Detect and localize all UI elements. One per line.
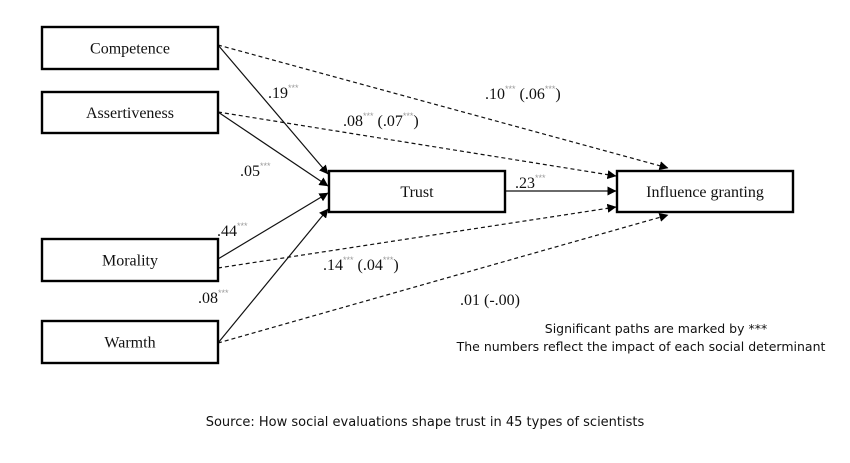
node-box-trust <box>327 169 507 214</box>
node-assertiveness: Assertiveness <box>40 90 220 135</box>
edge-competence-influence <box>217 44 669 171</box>
node-box-influence <box>615 169 795 214</box>
coefficient-label-competence-influence: .10*** (.06***) <box>485 84 561 103</box>
coefficient-label-morality-influence: .14*** (.04***) <box>323 255 399 274</box>
coefficient-label-trust-influence: .23*** <box>515 173 546 192</box>
edges-layer <box>217 44 669 344</box>
edge-warmth-trust <box>217 208 329 344</box>
node-box-warmth <box>40 319 220 365</box>
node-label-competence: Competence <box>90 41 170 58</box>
edge-morality-influence <box>217 203 617 269</box>
node-box-assertiveness <box>40 90 220 135</box>
node-morality: Morality <box>40 237 220 283</box>
edge-competence-trust <box>217 44 329 175</box>
coefficient-label-warmth-trust: .08*** <box>198 288 229 307</box>
node-trust: Trust <box>327 169 507 214</box>
coefficient-label-morality-trust: .44*** <box>217 221 248 240</box>
node-label-warmth: Warmth <box>104 335 155 352</box>
source-caption: Source: How social evaluations shape tru… <box>205 415 645 430</box>
node-label-trust: Trust <box>400 184 434 201</box>
node-box-morality <box>40 237 220 283</box>
impact-note: The numbers reflect the impact of each s… <box>456 339 826 354</box>
node-box-competence <box>40 25 220 71</box>
node-influence: Influence granting <box>615 169 795 214</box>
coefficient-label-assertiveness-trust: .05*** <box>240 161 271 180</box>
coefficient-label-assertiveness-influence: .08*** (.07***) <box>343 111 419 130</box>
node-warmth: Warmth <box>40 319 220 365</box>
edge-warmth-influence <box>217 213 669 344</box>
node-competence: Competence <box>40 25 220 71</box>
coefficient-label-competence-trust: .19*** <box>268 83 299 102</box>
edge-morality-trust <box>217 192 329 260</box>
node-label-influence: Influence granting <box>646 184 764 201</box>
node-label-assertiveness: Assertiveness <box>86 105 174 122</box>
edge-assertiveness-trust <box>217 111 329 187</box>
node-label-morality: Morality <box>102 253 158 270</box>
significance-note: Significant paths are marked by *** <box>544 321 768 336</box>
labels-layer: .19*** .05*** .44*** .08*** .23*** .10*** (.0… <box>198 83 561 309</box>
coefficient-label-warmth-influence: .01 (-.00) <box>460 292 520 309</box>
